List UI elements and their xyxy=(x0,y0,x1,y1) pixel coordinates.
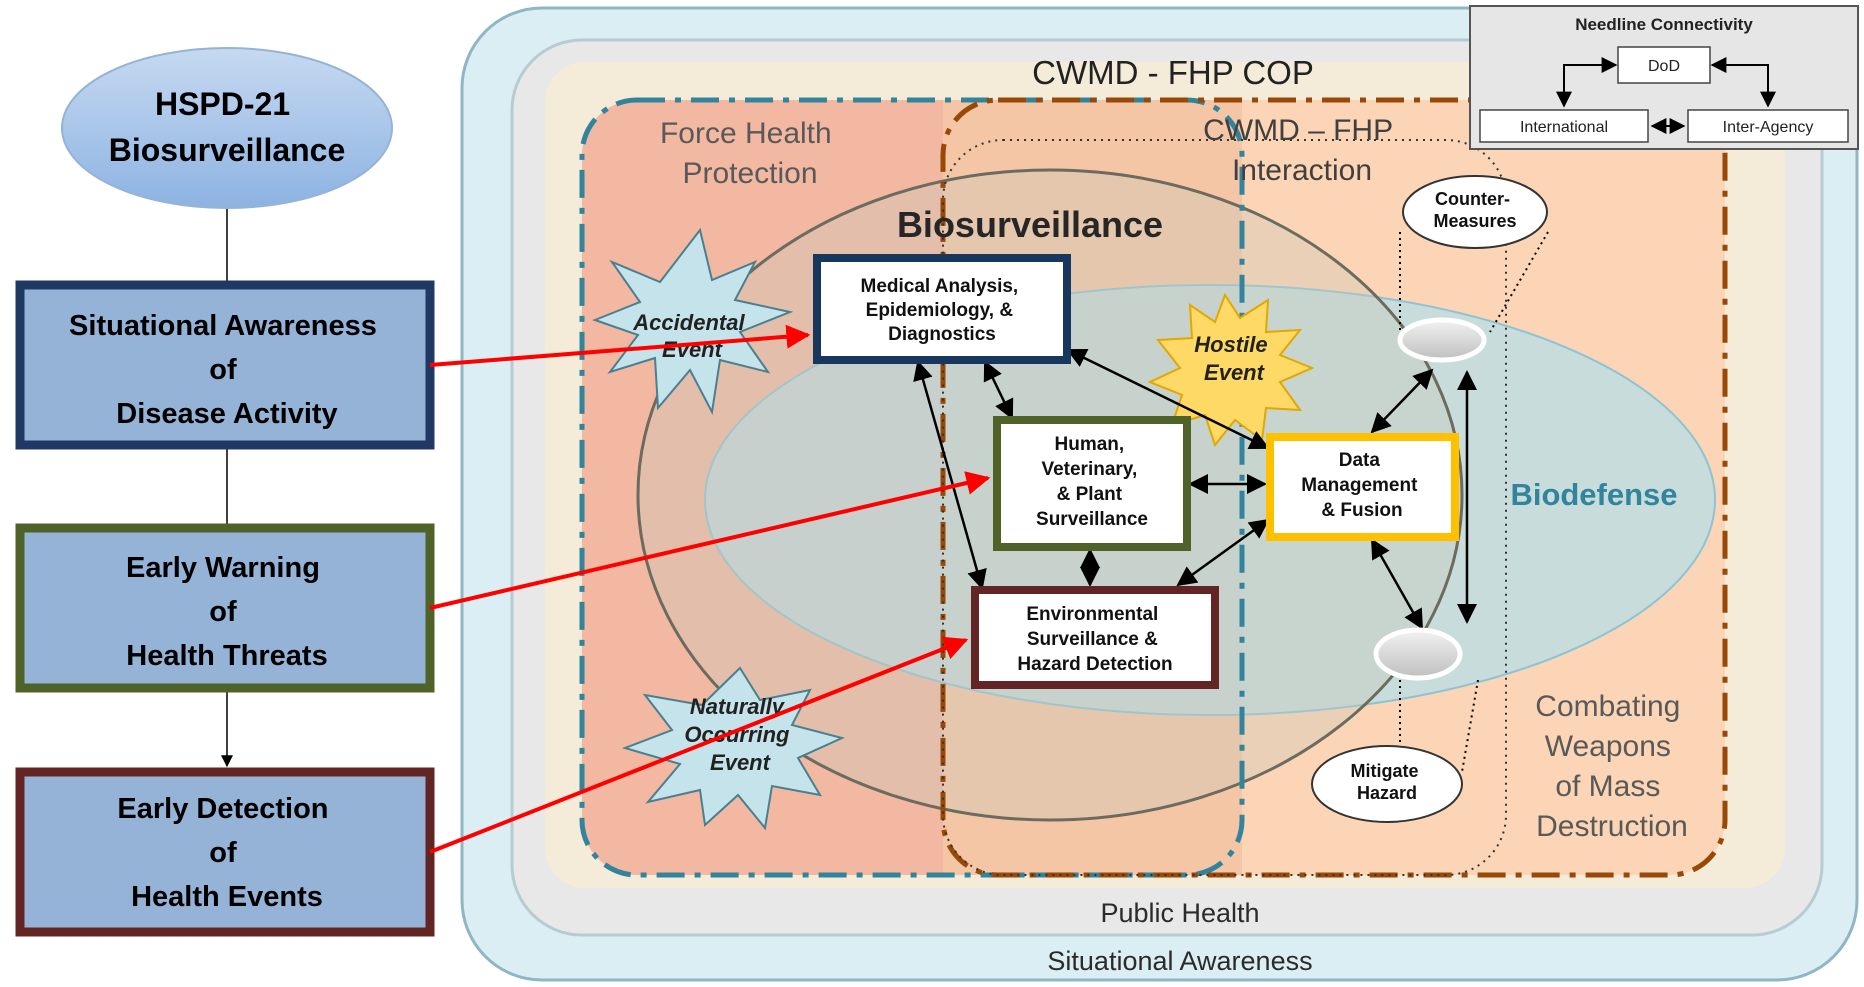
arrow-environmental-data xyxy=(1176,518,1270,587)
situational-awareness-box[interactable]: Situational Awareness of Disease Activit… xyxy=(15,280,435,450)
mitigate-hazard-ellipse[interactable]: Mitigate Hazard xyxy=(1311,745,1463,823)
environmental-surveillance-box xyxy=(971,586,1219,689)
early-warning-box-shape xyxy=(15,523,435,693)
arrow-data-countermeasures xyxy=(1370,368,1434,434)
human-surveillance-box xyxy=(993,416,1191,551)
situational-awareness-label: Situational Awareness xyxy=(1047,946,1312,976)
cop-label: CWMD - FHP COP xyxy=(1032,54,1314,91)
mitigate-hazard-pill xyxy=(1311,745,1463,823)
arrow-warning-to-human xyxy=(429,471,991,610)
needline-international-box[interactable] xyxy=(1479,109,1649,143)
medical-analysis-box xyxy=(813,254,1071,364)
needline-arrow-dod-interagency xyxy=(1710,57,1776,108)
data-management-node[interactable]: Data Management & Fusion xyxy=(1266,433,1459,541)
accidental-event-text: Accidental Event xyxy=(632,310,750,362)
situational-awareness-box-text: Situational Awareness of Disease Activit… xyxy=(69,310,385,430)
fhp-dashed-border xyxy=(579,97,1245,878)
arrow-medical-environmental xyxy=(913,360,987,590)
countermeasures-ellipse[interactable]: Counter- Measures xyxy=(1402,175,1548,249)
needline-connectivity-inset: Needline Connectivity DoD International … xyxy=(1469,5,1859,150)
arrow-situational-to-medical xyxy=(429,324,811,367)
environmental-surveillance-node[interactable]: Environmental Surveillance & Hazard Dete… xyxy=(971,586,1219,689)
hspd21-oval[interactable]: HSPD-21 Biosurveillance xyxy=(61,47,393,209)
early-warning-box-text: Early Warning of Health Threats xyxy=(126,552,328,672)
biosurveillance-label: Biosurveillance xyxy=(897,204,1163,245)
needline-dod-text: DoD xyxy=(1648,58,1680,75)
data-management-box xyxy=(1266,433,1459,541)
arrow-medical-data xyxy=(1066,348,1270,450)
interaction-label: CWMD – FHP Interaction xyxy=(1203,114,1401,187)
hspd21-oval-shape xyxy=(61,47,393,209)
fhp-label: Force Health Protection xyxy=(660,117,840,190)
arrow-data-mitigate xyxy=(1370,538,1424,630)
situational-awareness-box-shape xyxy=(15,280,435,450)
early-detection-box[interactable]: Early Detection of Health Events xyxy=(15,767,435,937)
public-health-label: Public Health xyxy=(1100,898,1259,928)
arrow-medical-human xyxy=(983,360,1014,420)
left-column: HSPD-21 Biosurveillance Situational Awar… xyxy=(15,47,435,937)
data-management-text: Data Management & Fusion xyxy=(1301,450,1422,521)
accidental-event-burst xyxy=(592,227,794,416)
early-warning-box[interactable]: Early Warning of Health Threats xyxy=(15,523,435,693)
needline-dod-box[interactable] xyxy=(1617,46,1711,84)
mitigate-hazard-text: Mitigate Hazard xyxy=(1350,761,1423,803)
medical-analysis-text: Medical Analysis, Epidemiology, & Diagno… xyxy=(861,276,1024,345)
naturally-occurring-event-burst xyxy=(621,666,845,831)
early-detection-box-text: Early Detection of Health Events xyxy=(117,793,336,913)
needline-interagency-text: Inter-Agency xyxy=(1723,119,1814,136)
cwmd-label: Combating Weapons of Mass Destruction xyxy=(1535,690,1688,843)
accidental-event: Accidental Event xyxy=(592,227,794,416)
needline-interagency-box[interactable] xyxy=(1687,109,1849,143)
countermeasures-text: Counter- Measures xyxy=(1433,189,1516,231)
hspd21-title: HSPD-21 Biosurveillance xyxy=(109,86,346,168)
needline-arrow-dod-international xyxy=(1556,57,1618,108)
countermeasures-pill xyxy=(1402,175,1548,249)
mapping-arrows xyxy=(429,324,991,854)
callout-lines xyxy=(1399,231,1549,773)
countermeasures-connector-node[interactable] xyxy=(1397,317,1487,363)
internal-connectors xyxy=(913,348,1477,630)
environmental-surveillance-text: Environmental Surveillance & Hazard Dete… xyxy=(1017,604,1172,675)
human-surveillance-node[interactable]: Human, Veterinary, & Plant Surveillance xyxy=(993,416,1191,551)
human-surveillance-text: Human, Veterinary, & Plant Surveillance xyxy=(1036,434,1148,530)
medical-analysis-node[interactable]: Medical Analysis, Epidemiology, & Diagno… xyxy=(813,254,1071,364)
needline-international-text: International xyxy=(1520,119,1608,136)
mitigate-connector-node[interactable] xyxy=(1373,627,1463,681)
needline-title: Needline Connectivity xyxy=(1575,15,1753,34)
arrow-detection-to-environmental xyxy=(429,636,969,854)
biodefense-label: Biodefense xyxy=(1510,477,1677,512)
